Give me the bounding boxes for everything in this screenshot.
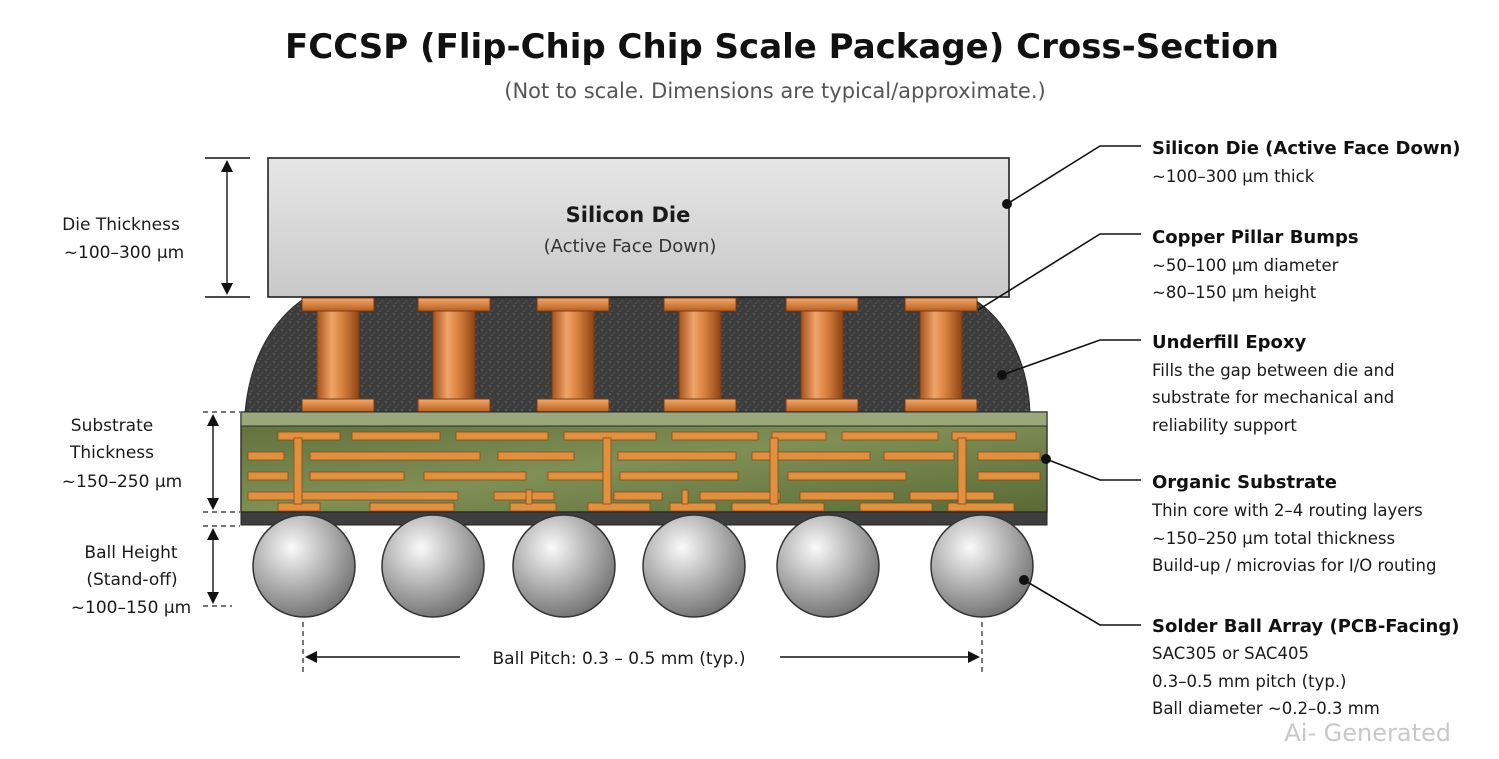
underfill-epoxy (244, 297, 1031, 414)
substrate-thickness-label-2: Thickness (69, 443, 154, 463)
solder-ball-array (252, 514, 1034, 618)
callout-line: SAC305 or SAC405 (1152, 644, 1309, 663)
ball-height-label-1: Ball Height (84, 543, 177, 563)
substrate-thickness-dimension: Substrate Thickness ~150–250 µm (62, 411, 240, 513)
callout-line: substrate for mechanical and (1152, 388, 1394, 407)
callout-line: ~100–300 µm thick (1152, 167, 1315, 186)
callout-underfill: Underfill Epoxy Fills the gap between di… (1152, 332, 1395, 435)
ball-pitch-dimension: Ball Pitch: 0.3 – 0.5 mm (typ.) (302, 622, 983, 674)
die-label-title: Silicon Die (566, 203, 691, 227)
callout-silicon-die: Silicon Die (Active Face Down) ~100–300 … (1152, 138, 1461, 186)
ball-height-value: ~100–150 µm (71, 598, 191, 618)
page-title: FCCSP (Flip-Chip Chip Scale Package) Cro… (285, 27, 1279, 67)
copper-pillar (417, 297, 491, 413)
page-subtitle: (Not to scale. Dimensions are typical/ap… (504, 79, 1045, 103)
solder-ball (642, 514, 746, 618)
ball-height-label-2: (Stand-off) (86, 570, 177, 590)
callout-line: ~50–100 µm diameter (1152, 256, 1339, 275)
routing-traces (247, 431, 1041, 512)
solder-ball (930, 514, 1034, 618)
callout-line: reliability support (1152, 416, 1297, 435)
die-thickness-dimension: Die Thickness ~100–300 µm (62, 157, 250, 298)
callout-title: Silicon Die (Active Face Down) (1152, 138, 1461, 159)
solder-ball (381, 514, 485, 618)
copper-pillar (785, 297, 859, 413)
callout-line: Fills the gap between die and (1152, 361, 1395, 380)
die-thickness-value: ~100–300 µm (64, 243, 184, 263)
organic-substrate (240, 411, 1048, 526)
copper-pillar (904, 297, 978, 413)
die-thickness-label: Die Thickness (62, 215, 180, 235)
callout-title: Solder Ball Array (PCB-Facing) (1152, 616, 1459, 637)
callout-leaders (977, 145, 1141, 626)
die-label-subtitle: (Active Face Down) (544, 236, 717, 257)
callout-line: Ball diameter ~0.2–0.3 mm (1152, 699, 1380, 718)
solder-ball (252, 514, 356, 618)
copper-pillar-array (301, 297, 978, 413)
silicon-die (267, 157, 1010, 298)
copper-pillar (663, 297, 737, 413)
substrate-thickness-label-1: Substrate (71, 416, 153, 436)
callout-copper-pillar: Copper Pillar Bumps ~50–100 µm diameter … (1152, 227, 1359, 302)
callout-title: Copper Pillar Bumps (1152, 227, 1359, 248)
solder-ball (512, 514, 616, 618)
callout-line: ~150–250 µm total thickness (1152, 529, 1395, 548)
callout-line: ~80–150 µm height (1152, 283, 1317, 302)
watermark: Ai- Generated (1284, 719, 1451, 747)
ball-pitch-label: Ball Pitch: 0.3 – 0.5 mm (typ.) (493, 649, 746, 669)
callout-line: Thin core with 2–4 routing layers (1151, 501, 1423, 520)
callout-title: Organic Substrate (1152, 472, 1337, 493)
substrate-thickness-value: ~150–250 µm (62, 472, 182, 492)
solder-ball (776, 514, 880, 618)
callout-title: Underfill Epoxy (1152, 332, 1307, 353)
copper-pillar (301, 297, 375, 413)
ball-height-dimension: Ball Height (Stand-off) ~100–150 µm (71, 525, 240, 618)
callout-substrate: Organic Substrate Thin core with 2–4 rou… (1151, 472, 1436, 575)
copper-pillar (536, 297, 610, 413)
callout-solder-ball: Solder Ball Array (PCB-Facing) SAC305 or… (1152, 616, 1459, 718)
callout-line: Build-up / microvias for I/O routing (1152, 556, 1436, 575)
callout-line: 0.3–0.5 mm pitch (typ.) (1152, 672, 1347, 691)
